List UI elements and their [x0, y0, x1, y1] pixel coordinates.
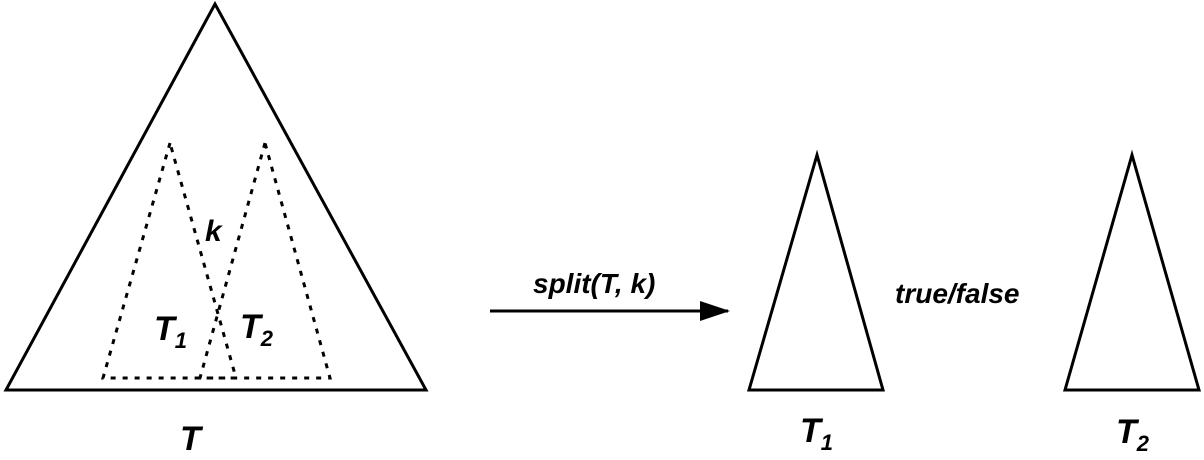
result-boolean-label: true/false [895, 278, 1020, 309]
inner-t2-main: T [240, 308, 264, 346]
result-t2-label: T2 [1116, 413, 1150, 456]
subtree-t1-dashed-triangle [101, 137, 238, 380]
big-tree-triangle [3, 0, 429, 392]
result-t1-label: T1 [800, 412, 833, 455]
result-t2-main: T [1116, 413, 1140, 451]
inner-t2-label: T2 [240, 308, 274, 351]
result-t1-main: T [800, 412, 824, 450]
inner-t1-label: T1 [154, 310, 187, 353]
result-t1-triangle [747, 149, 885, 392]
inner-t1-main: T [154, 310, 178, 348]
inner-t1-sub: 1 [175, 328, 187, 353]
operation-label: split(T, k) [533, 268, 655, 299]
result-t2-triangle [1063, 149, 1201, 392]
result-t2-sub: 2 [1136, 431, 1150, 456]
inner-t2-sub: 2 [260, 326, 274, 351]
subtree-t2-dashed-triangle [198, 137, 332, 380]
result-t1-sub: 1 [821, 430, 833, 455]
big-tree-label: T [180, 420, 204, 458]
key-label: k [205, 215, 223, 248]
